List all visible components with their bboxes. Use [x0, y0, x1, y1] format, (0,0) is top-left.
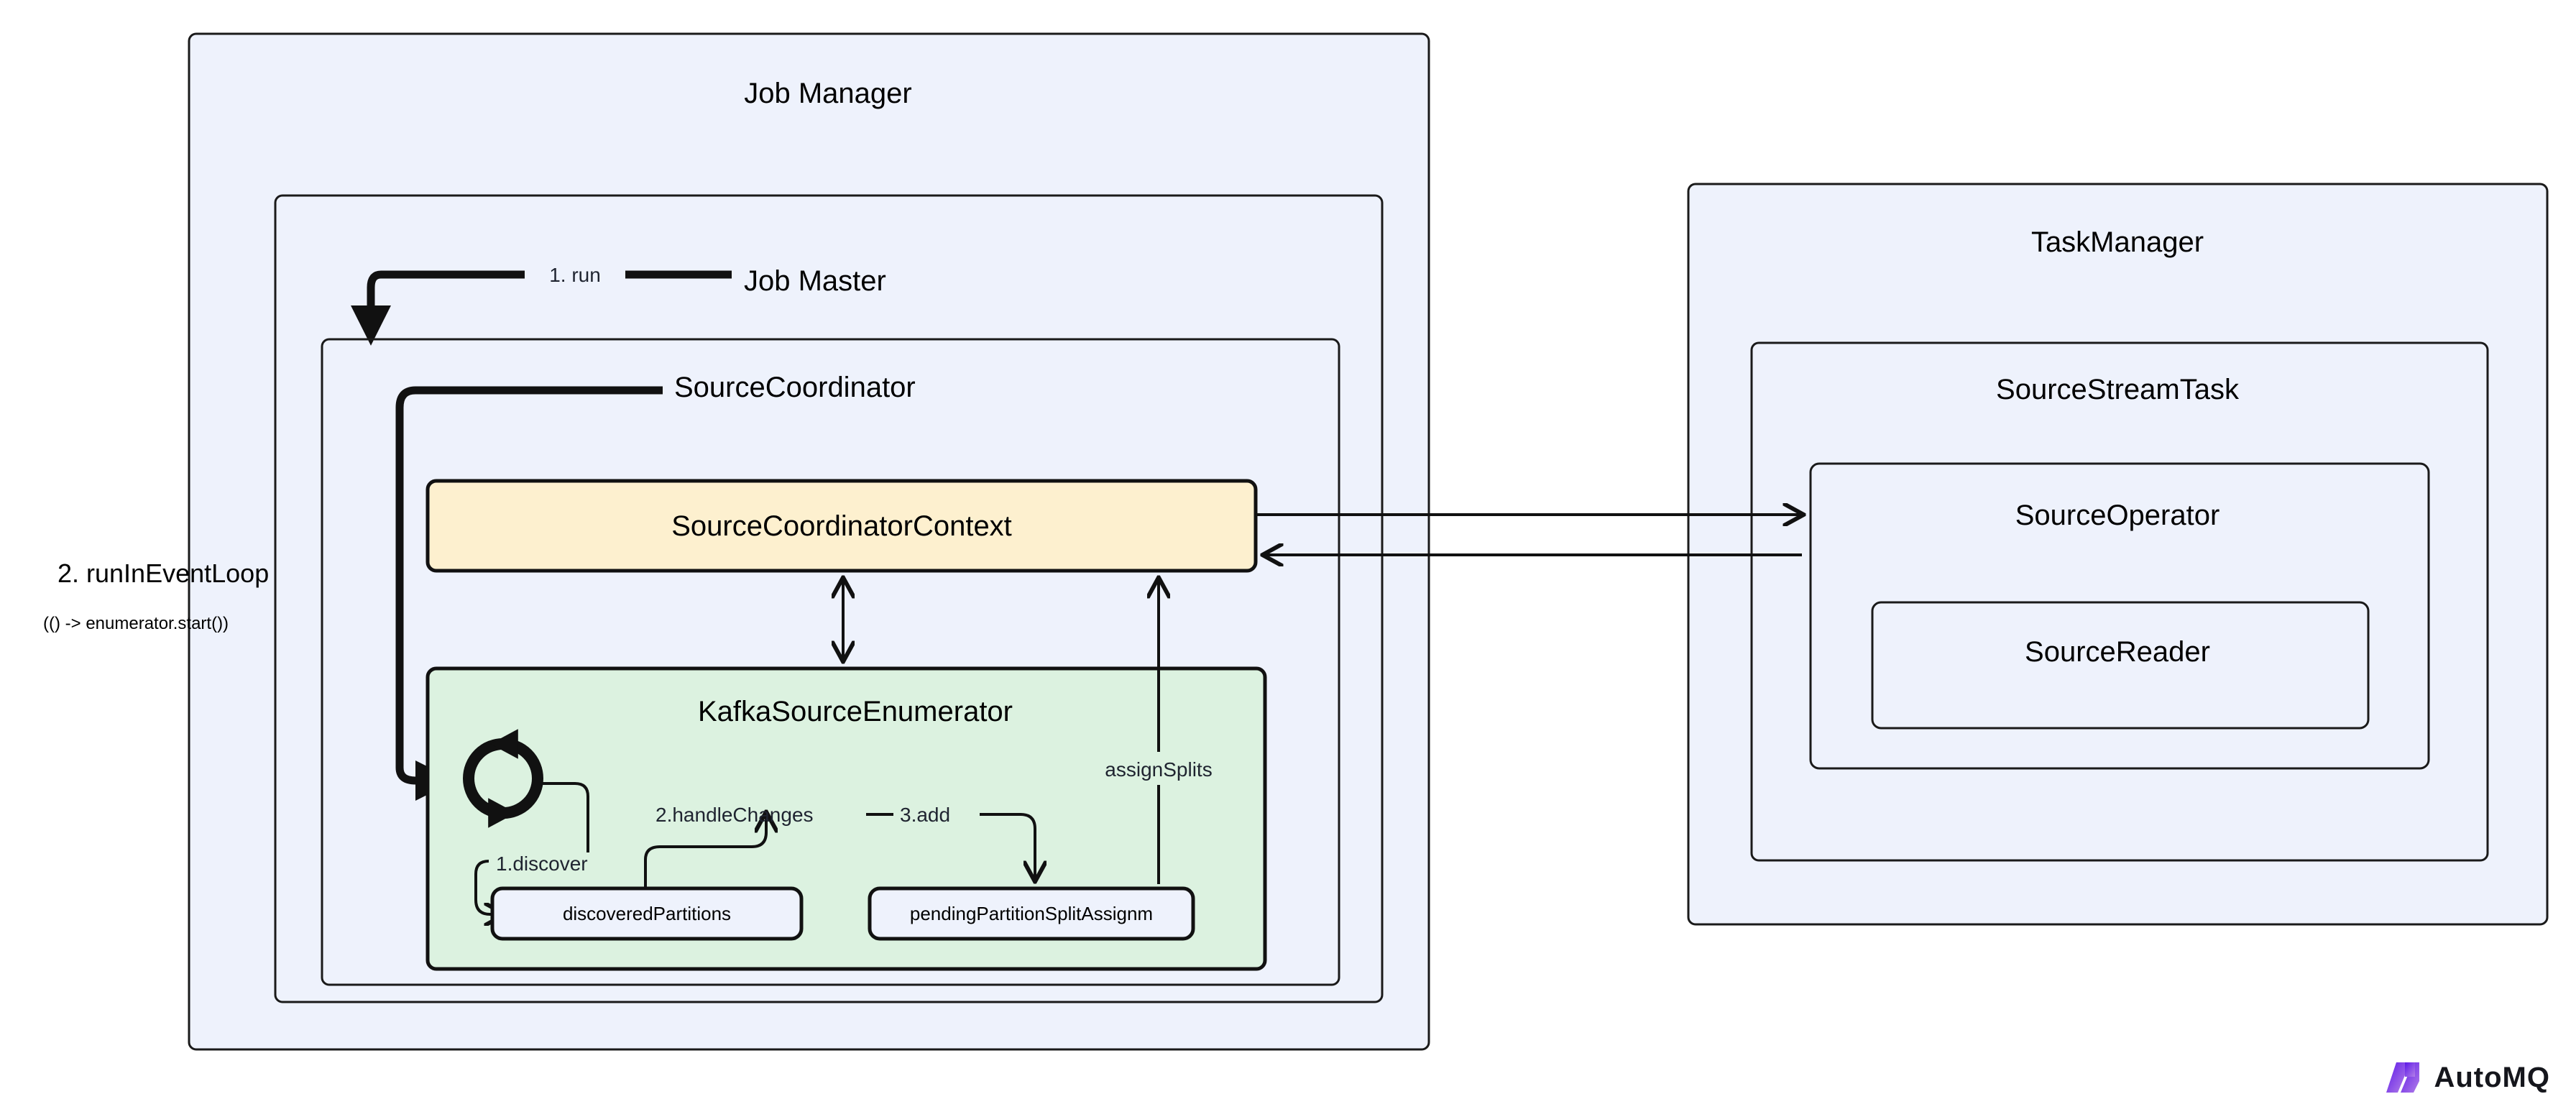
source-operator-label: SourceOperator: [2015, 500, 2220, 531]
source-coordinator-title: SourceCoordinator: [674, 372, 916, 403]
container-source-stream-task: SourceStreamTask: [1750, 341, 2489, 862]
source-reader-label: SourceReader: [2025, 636, 2210, 668]
handle-changes-label: 2.handleChanges: [656, 804, 814, 826]
container-task-manager: TaskManager: [1687, 183, 2549, 926]
discover-label: 1.discover: [496, 852, 588, 875]
node-source-operator[interactable]: SourceOperator: [1809, 462, 2430, 770]
edge-assign-splits: assignSplits: [1078, 579, 1243, 884]
container-job-master: Job Master: [274, 194, 1384, 1003]
node-discovered-partitions[interactable]: discoveredPartitions: [490, 886, 804, 941]
edge-handle-changes: 2.handleChanges: [644, 804, 814, 888]
automq-m-mark: [2386, 1062, 2420, 1093]
job-master-title: Job Master: [744, 265, 886, 297]
node-pending-partition-split-assignm[interactable]: pendingPartitionSplitAssignm: [868, 886, 1195, 941]
source-stream-task-title: SourceStreamTask: [1996, 374, 2240, 405]
automq-wordmark: AutoMQ: [2434, 1061, 2550, 1093]
automq-logo: AutoMQ: [2383, 1059, 2550, 1095]
assign-splits-label: assignSplits: [1105, 758, 1212, 781]
add-label: 3.add: [900, 804, 950, 826]
edge-run-in-event-loop: 2. runInEventLoop (() -> enumerator.star…: [43, 386, 663, 801]
loop-icon: [463, 729, 543, 828]
edge-run: 1. run: [350, 257, 732, 346]
run-in-event-loop-label: 2. runInEventLoop: [58, 558, 269, 588]
node-source-reader[interactable]: SourceReader: [1871, 601, 2370, 730]
edge-discover: 1.discover: [474, 782, 589, 914]
edge-run-label: 1. run: [549, 264, 601, 286]
pending-partition-split-assignm-label: pendingPartitionSplitAssignm: [910, 903, 1153, 924]
discovered-partitions-label: discoveredPartitions: [563, 903, 731, 924]
container-source-coordinator: SourceCoordinator: [321, 338, 1340, 986]
kafka-source-enumerator-label: KafkaSourceEnumerator: [698, 696, 1013, 727]
run-in-event-loop-sublabel: (() -> enumerator.start()): [43, 614, 229, 633]
source-coordinator-context-label: SourceCoordinatorContext: [671, 510, 1012, 542]
job-manager-title: Job Manager: [744, 78, 911, 109]
task-manager-title: TaskManager: [2031, 226, 2204, 258]
edge-add: 3.add: [900, 804, 1035, 880]
node-source-coordinator-context[interactable]: SourceCoordinatorContext: [426, 479, 1258, 573]
